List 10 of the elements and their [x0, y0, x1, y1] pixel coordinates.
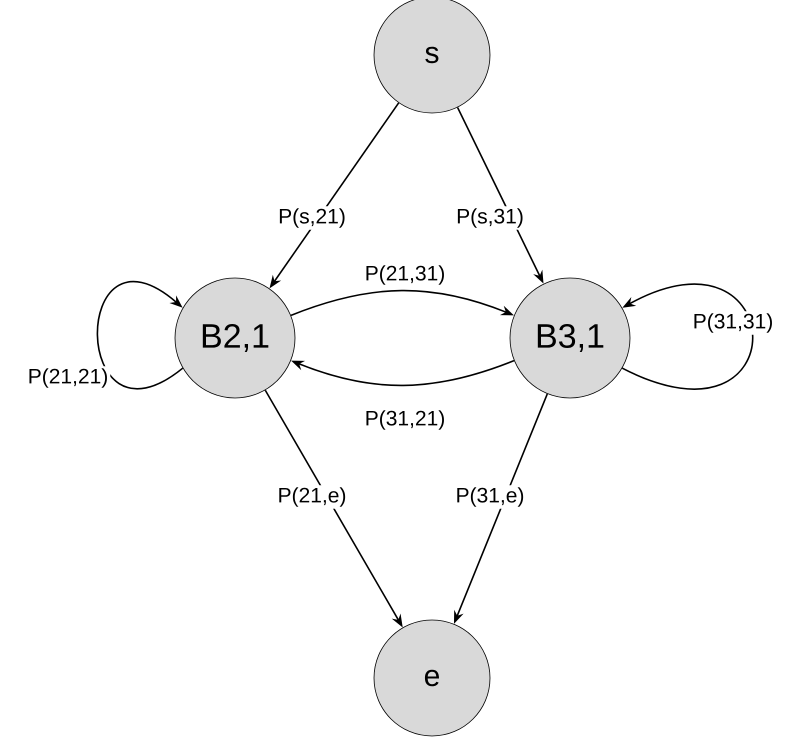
- arrow: [622, 283, 754, 390]
- arrow: [96, 281, 184, 390]
- edge-label: P(s,31): [454, 206, 526, 230]
- edge-label: P(21,21): [26, 366, 110, 390]
- edge-label: P(21,e): [276, 485, 348, 509]
- edge-label: P(31,31): [690, 311, 776, 335]
- edge-label: P(s,21): [276, 206, 348, 230]
- edge-label: P(31,21): [362, 408, 448, 432]
- edge-label: P(31,e): [454, 485, 526, 509]
- edge-label: P(21,31): [362, 263, 448, 287]
